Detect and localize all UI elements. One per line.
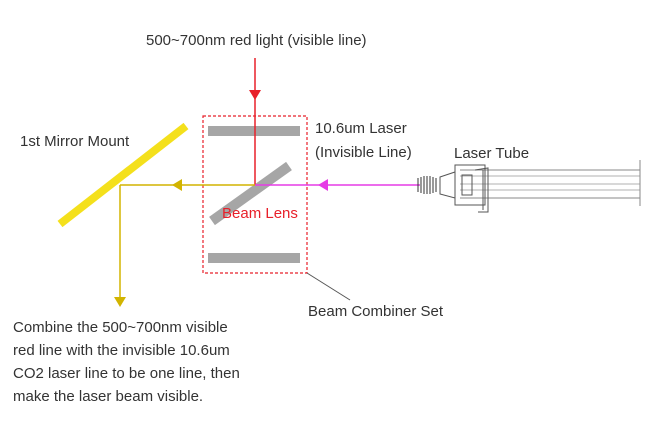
- beam-combiner-leader: [306, 272, 351, 301]
- laser-tube: [417, 160, 641, 213]
- beam-lens-label: Beam Lens: [222, 205, 298, 222]
- caption-line: CO2 laser line to be one line, then: [13, 365, 240, 382]
- mirror-mount-label: 1st Mirror Mount: [20, 133, 130, 150]
- description-caption: Combine the 500~700nm visible red line w…: [13, 316, 353, 408]
- caption-line: red line with the invisible 10.6um: [13, 342, 230, 359]
- beam-lens-plate: [209, 161, 292, 226]
- combined-beam-arrowhead: [172, 179, 182, 191]
- red-beam-arrowhead: [249, 90, 261, 100]
- red-light-label: 500~700nm red light (visible line): [146, 32, 367, 49]
- caption-line: make the laser beam visible.: [13, 388, 204, 405]
- beam-combiner-label: Beam Combiner Set: [308, 303, 444, 320]
- co2-beam-arrowhead: [318, 179, 328, 191]
- caption-line: Combine the 500~700nm visible: [13, 319, 228, 336]
- laser-tube-label: Laser Tube: [454, 145, 529, 162]
- combined-beam-down-arrowhead: [114, 297, 126, 307]
- bottom-lens-plate: [208, 253, 300, 263]
- top-lens-plate: [208, 126, 300, 136]
- laser-line1-label: 10.6um Laser: [315, 120, 407, 137]
- laser-line2-label: (Invisible Line): [315, 144, 412, 161]
- first-mirror: [57, 122, 189, 228]
